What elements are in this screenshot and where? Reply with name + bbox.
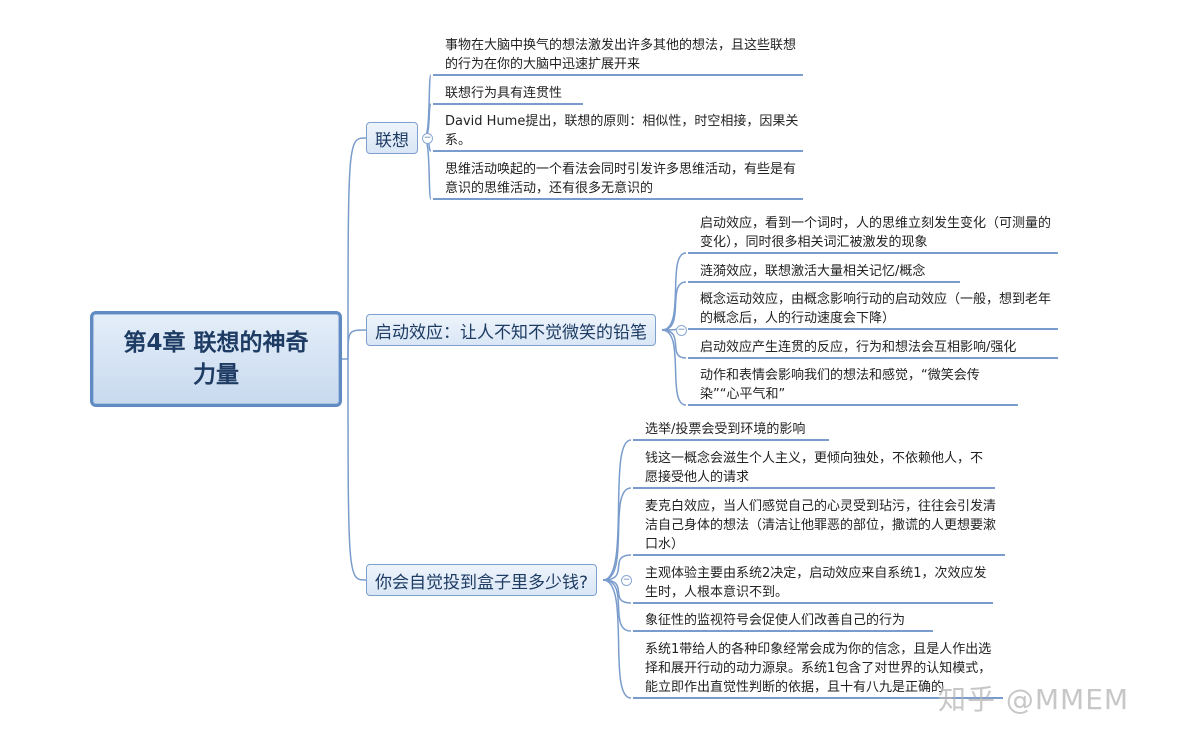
leaf-topic[interactable]: David Hume提出，联想的原则：相似性，时空相接，因果关系。 [433,112,803,152]
connector-line [347,137,367,360]
connector-line [602,579,632,632]
leaf-text: 涟漪效应，联想激活大量相关记忆/概念 [700,264,926,279]
leaf-text: 事物在大脑中换气的想法激发出许多其他的想法，且这些联想的行为在你的大脑中迅速扩展… [445,38,797,72]
collapse-knob-icon[interactable]: − [676,325,687,336]
branch-label: 你会自觉投到盒子里多少钱? [375,572,589,593]
branch-label: 联想 [375,130,409,151]
leaf-topic[interactable]: 系统1带给人的各种印象经常会成为你的信念，且是人作出选择和展开行动的动力源泉。系… [633,640,1003,699]
connector-line [661,329,687,406]
collapse-knob-icon[interactable]: − [422,133,433,144]
leaf-text: 主观体验主要由系统2决定，启动效应来自系统1，次效应发生时，人根本意识不到。 [645,566,987,600]
connector-line [602,439,632,581]
branch-label: 启动效应：让人不知不觉微笑的铅笔 [375,322,647,343]
leaf-text: 系统1带给人的各种印象经常会成为你的信念，且是人作出选择和展开行动的动力源泉。系… [645,642,992,695]
leaf-topic[interactable]: 涟漪效应，联想激活大量相关记忆/概念 [688,262,960,283]
leaf-text: 麦克白效应，当人们感觉自己的心灵受到玷污，往往会引发清洁自己身体的想法（清洁让他… [645,499,997,552]
leaf-topic[interactable]: 启动效应，看到一个词时，人的思维立刻发生变化（可测量的变化），同时很多相关词汇被… [688,214,1058,254]
leaf-topic[interactable]: 概念运动效应，由概念影响行动的启动效应（一般，想到老年的概念后，人的行动速度会下… [688,290,1058,330]
branch-money-box[interactable]: 你会自觉投到盒子里多少钱? [366,564,598,596]
branch-association[interactable]: 联想 [366,122,418,154]
leaf-topic[interactable]: 钱这一概念会滋生个人主义，更倾向独处，不依赖他人，不愿接受他人的请求 [633,449,995,489]
leaf-text: 启动效应产生连贯的反应，行为和想法会互相影响/强化 [700,340,1017,355]
leaf-text: 启动效应，看到一个词时，人的思维立刻发生变化（可测量的变化），同时很多相关词汇被… [700,216,1052,250]
connector-line [661,252,687,331]
connector-line [347,329,367,360]
leaf-topic[interactable]: 事物在大脑中换气的想法激发出许多其他的想法，且这些联想的行为在你的大脑中迅速扩展… [433,36,803,76]
leaf-text: 选举/投票会受到环境的影响 [645,422,806,437]
leaf-text: 联想行为具有连贯性 [445,86,563,101]
leaf-text: 动作和表情会影响我们的想法和感觉，“微笑会传染”“心平气和” [700,368,980,402]
leaf-topic[interactable]: 主观体验主要由系统2决定，启动效应来自系统1，次效应发生时，人根本意识不到。 [633,564,993,604]
connector-line [602,579,632,699]
connector-line [603,554,632,581]
leaf-topic[interactable]: 麦克白效应，当人们感觉自己的心灵受到玷污，往往会引发清洁自己身体的想法（清洁让他… [633,497,1005,556]
connector-line [661,281,687,331]
branch-priming-effect[interactable]: 启动效应：让人不知不觉微笑的铅笔 [366,314,656,346]
root-title: 第4章 联想的神奇力量 [123,330,309,388]
leaf-text: 概念运动效应，由概念影响行动的启动效应（一般，想到老年的概念后，人的行动速度会下… [700,292,1052,326]
collapse-knob-icon[interactable]: − [621,575,632,586]
leaf-topic[interactable]: 启动效应产生连贯的反应，行为和想法会互相影响/强化 [688,338,1058,359]
root-topic[interactable]: 第4章 联想的神奇力量 [90,311,342,407]
leaf-text: David Hume提出，联想的原则：相似性，时空相接，因果关系。 [445,114,799,148]
watermark-text: 知乎 @MMEM [938,683,1130,716]
connector-line [602,487,632,581]
leaf-topic[interactable]: 联想行为具有连贯性 [433,84,583,105]
leaf-topic[interactable]: 思维活动唤起的一个看法会同时引发许多思维活动，有些是有意识的思维活动，还有很多无… [433,160,803,200]
leaf-text: 思维活动唤起的一个看法会同时引发许多思维活动，有些是有意识的思维活动，还有很多无… [445,162,797,196]
leaf-topic[interactable]: 动作和表情会影响我们的想法和感觉，“微笑会传染”“心平气和” [688,366,1018,406]
connector-line [347,358,367,581]
leaf-text: 钱这一概念会滋生个人主义，更倾向独处，不依赖他人，不愿接受他人的请求 [645,451,984,485]
leaf-text: 象征性的监视符号会促使人们改善自己的行为 [645,613,906,628]
leaf-topic[interactable]: 象征性的监视符号会促使人们改善自己的行为 [633,611,933,632]
leaf-topic[interactable]: 选举/投票会受到环境的影响 [633,420,829,441]
